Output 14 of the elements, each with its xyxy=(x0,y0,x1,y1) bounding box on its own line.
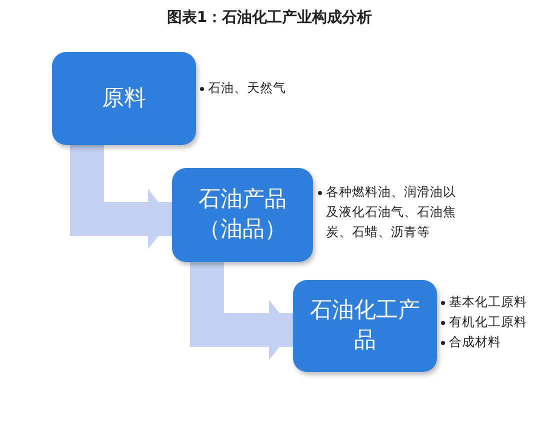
process-box xyxy=(293,280,437,372)
process-box xyxy=(52,52,196,145)
bullet-item: 合成材料 xyxy=(441,332,536,352)
box-label: 石油化工产品 xyxy=(309,297,421,355)
bullet-item: 基本化工原料 xyxy=(441,292,536,312)
box-label: 石油产品（油品） xyxy=(198,186,288,244)
process-box xyxy=(172,168,313,262)
bullet-item: 各种燃料油、润滑油以及液化石油气、石油焦炭、石蜡、沥青等 xyxy=(318,182,468,242)
bullet-item: 石油、天然气 xyxy=(200,78,310,98)
chart-title: 图表1：石油化工产业构成分析 xyxy=(166,8,374,27)
bullet-item: 有机化工原料 xyxy=(441,312,536,332)
arrow xyxy=(70,145,172,249)
box-label: 原料 xyxy=(101,84,147,113)
arrow xyxy=(190,262,293,360)
